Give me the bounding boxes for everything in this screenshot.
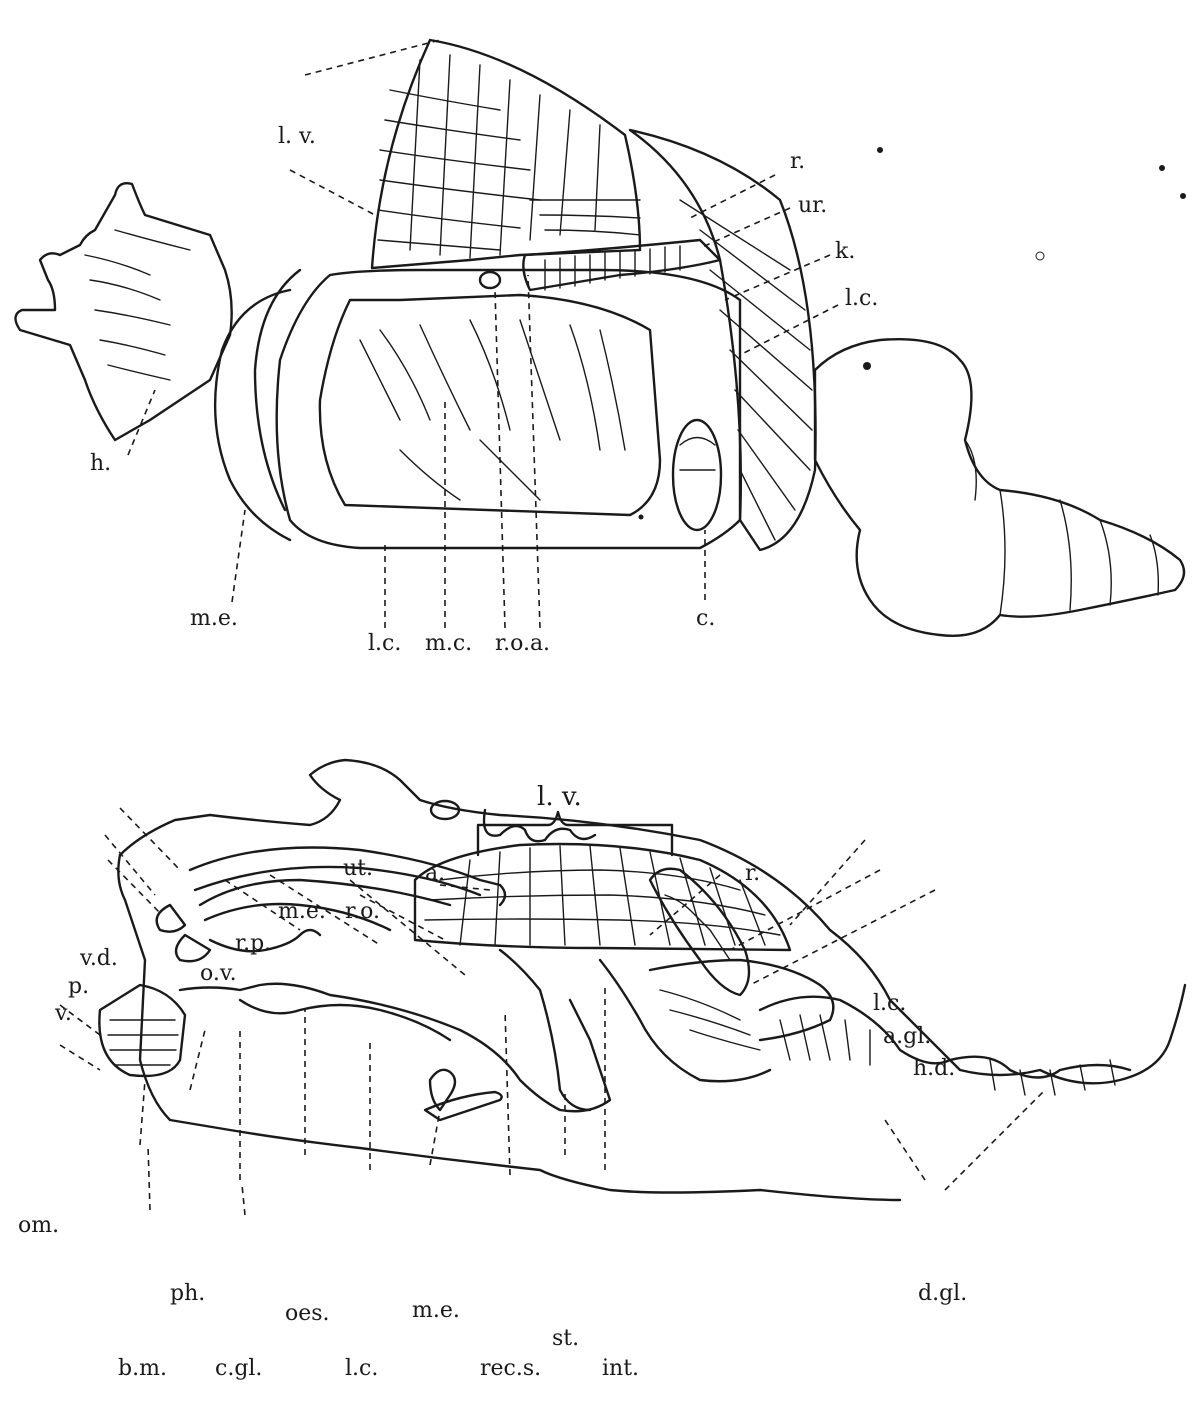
label-mantle-edge: m.e. bbox=[190, 606, 238, 631]
figure-top-external-view: l. v. r. ur. k. l.c. h. m.e. l.c. m.c. r… bbox=[15, 40, 1186, 656]
label-oesophagus: oes. bbox=[285, 1301, 330, 1326]
label-pharynx: ph. bbox=[170, 1281, 205, 1306]
label-uterus: ut. bbox=[343, 856, 373, 881]
label-oviduct: o.v. bbox=[200, 961, 237, 986]
label-kidney: k. bbox=[835, 239, 855, 264]
visceral-spire-drawing bbox=[815, 339, 1184, 636]
label-rectum: r. bbox=[790, 149, 805, 174]
label-mantle-cavity: m.c. bbox=[425, 631, 472, 656]
label-collar: l.c. bbox=[845, 286, 878, 311]
figure-bottom-dissection: l. v. ut. a. r. m.e. r.o. v.d. r.p. o.v.… bbox=[18, 760, 1185, 1381]
label-buccal-mass: b.m. bbox=[118, 1356, 167, 1381]
label-ureter: ur. bbox=[798, 193, 827, 218]
label-retractor-penis: r.p. bbox=[235, 931, 271, 956]
body-mantle-drawing bbox=[277, 270, 740, 548]
label-rectum-bottom: r. bbox=[745, 861, 760, 886]
top-labels: l. v. r. ur. k. l.c. h. m.e. l.c. m.c. r… bbox=[90, 124, 878, 656]
label-collar-lowest: l.c. bbox=[345, 1356, 378, 1381]
label-ommatophore: om. bbox=[18, 1213, 59, 1238]
label-stomach: st. bbox=[552, 1326, 579, 1351]
label-a: a. bbox=[425, 861, 445, 886]
mantle-edge-drawing bbox=[215, 270, 300, 540]
label-lung-vein-bottom: l. v. bbox=[537, 782, 582, 812]
label-mantle-edge-bottom-top: m.e. bbox=[278, 899, 326, 924]
label-head: h. bbox=[90, 451, 111, 476]
label-cerebral-ganglion: c.gl. bbox=[215, 1356, 262, 1381]
label-lung-vein: l. v. bbox=[278, 124, 316, 149]
label-respiratory-orifice: r.o. bbox=[345, 899, 380, 924]
lung-network-drawing bbox=[372, 40, 640, 268]
label-receptaculum-seminis: rec.s. bbox=[480, 1356, 541, 1381]
label-hermaphrodite-duct: h.d. bbox=[913, 1056, 955, 1081]
label-c: c. bbox=[696, 606, 715, 631]
label-collar-bottom: l.c. bbox=[368, 631, 401, 656]
label-albumen-gland: a.gl. bbox=[883, 1024, 931, 1049]
label-respiratory-opening: r.o.a. bbox=[495, 631, 550, 656]
label-penis: p. bbox=[68, 974, 89, 999]
label-digestive-gland: d.gl. bbox=[918, 1281, 967, 1306]
kidney-ureter-drawing bbox=[523, 130, 815, 550]
label-vas-deferens: v.d. bbox=[79, 946, 118, 971]
label-vagina: v. bbox=[54, 1001, 72, 1026]
label-intestine: int. bbox=[602, 1356, 639, 1381]
lung-dome-drawing bbox=[415, 844, 790, 950]
label-mantle-edge-bottom: m.e. bbox=[412, 1298, 460, 1323]
label-collar-bottom-right: l.c. bbox=[873, 991, 906, 1016]
bottom-labels: l. v. ut. a. r. m.e. r.o. v.d. r.p. o.v.… bbox=[18, 782, 967, 1381]
head-drawing bbox=[15, 183, 231, 440]
